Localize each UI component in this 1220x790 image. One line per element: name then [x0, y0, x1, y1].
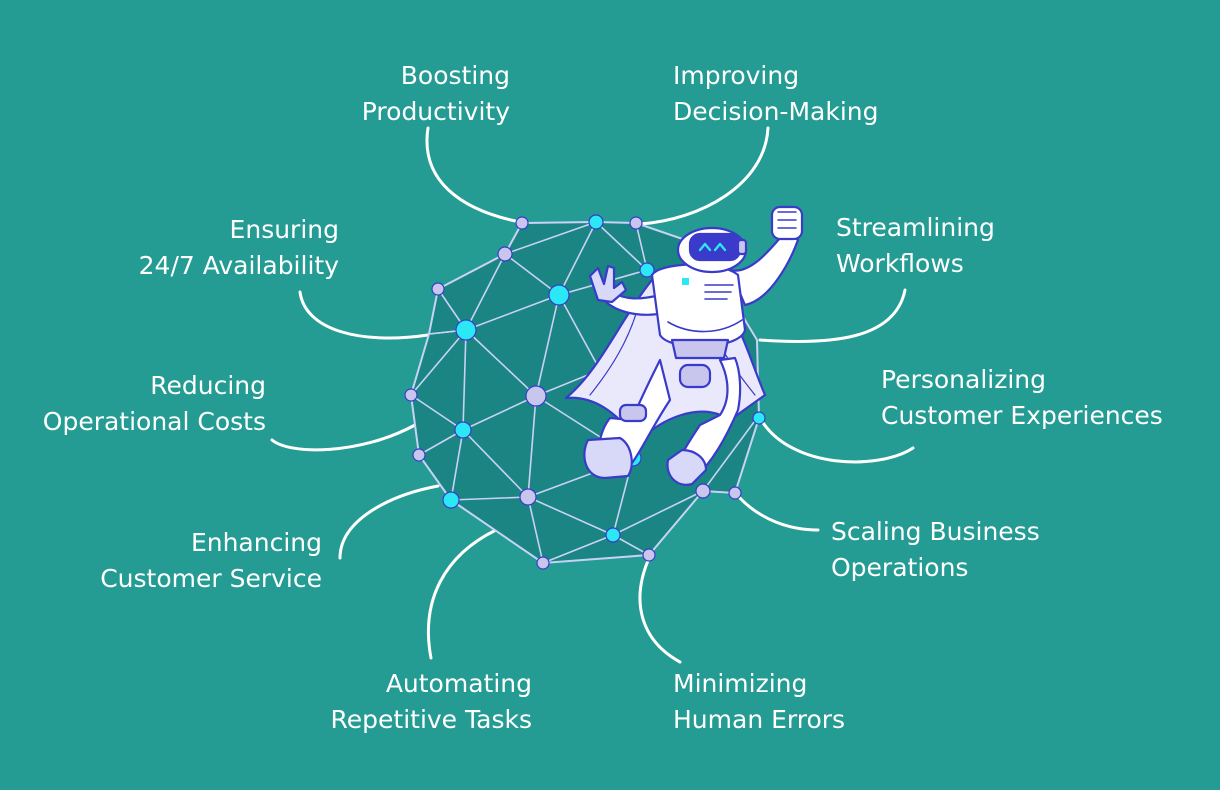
- label-ensuring-availability: Ensuring 24/7 Availability: [139, 212, 339, 284]
- connector-personalizing: [758, 416, 915, 464]
- label-line: Enhancing: [190, 528, 322, 557]
- robot-visor: [688, 232, 742, 262]
- label-scaling-operations: Scaling Business Operations: [831, 514, 1040, 586]
- label-boosting-productivity: Boosting Productivity: [362, 58, 510, 130]
- robot-hand-open: [588, 264, 628, 304]
- connector-automating: [426, 528, 498, 660]
- label-improving-decision-making: Improving Decision-Making: [673, 58, 878, 130]
- mesh-lines: [410, 221, 760, 564]
- robot-illustration: [564, 205, 804, 486]
- label-line: Customer Service: [100, 564, 322, 593]
- connector-enhancing: [338, 484, 440, 560]
- label-reducing-costs: Reducing Operational Costs: [43, 368, 266, 440]
- robot-torso: [650, 263, 747, 348]
- connectors: [270, 126, 915, 664]
- robot-fist-raised: [770, 205, 804, 241]
- label-line: Customer Experiences: [881, 401, 1163, 430]
- label-line: Minimizing: [673, 669, 808, 698]
- label-line: Operations: [831, 553, 969, 582]
- label-automating-tasks: Automating Repetitive Tasks: [331, 666, 532, 738]
- label-line: 24/7 Availability: [138, 251, 339, 280]
- label-line: Workflows: [836, 249, 964, 278]
- label-minimizing-errors: Minimizing Human Errors: [673, 666, 845, 738]
- label-line: Scaling Business: [831, 517, 1040, 546]
- label-line: Ensuring: [229, 215, 339, 244]
- label-line: Personalizing: [881, 365, 1047, 394]
- label-line: Streamlining: [836, 213, 995, 242]
- label-line: Operational Costs: [42, 407, 266, 436]
- connector-improving: [638, 126, 770, 226]
- label-line: Human Errors: [673, 705, 846, 734]
- label-line: Boosting: [400, 61, 510, 90]
- connector-reducing: [270, 423, 417, 452]
- connector-streamlining: [758, 288, 907, 343]
- connector-ensuring: [298, 290, 430, 340]
- connector-minimizing: [638, 554, 682, 664]
- label-streamlining-workflows: Streamlining Workflows: [836, 210, 995, 282]
- label-line: Productivity: [361, 97, 510, 126]
- label-personalizing-experiences: Personalizing Customer Experiences: [881, 362, 1163, 434]
- label-line: Automating: [385, 669, 532, 698]
- connector-boosting: [425, 126, 522, 224]
- label-line: Repetitive Tasks: [330, 705, 532, 734]
- label-line: Improving: [673, 61, 800, 90]
- robot-boot-right: [666, 448, 708, 486]
- label-line: Reducing: [150, 371, 266, 400]
- connector-scaling: [736, 494, 820, 532]
- robot-boot-left: [583, 436, 633, 480]
- label-line: Decision-Making: [673, 97, 879, 126]
- label-enhancing-service: Enhancing Customer Service: [100, 525, 322, 597]
